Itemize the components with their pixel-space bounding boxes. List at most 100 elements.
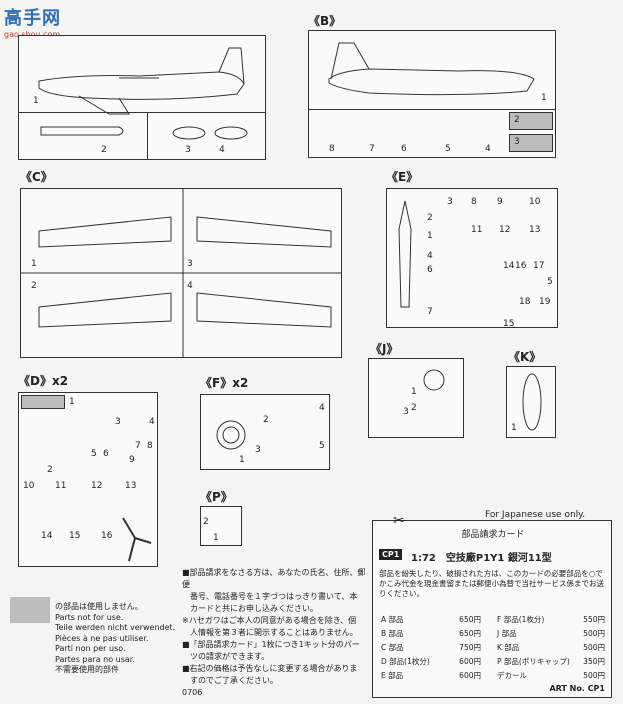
part-f1-label: 1 — [239, 455, 245, 465]
part-a4-drawing — [214, 126, 248, 140]
part-d6-label: 6 — [103, 449, 109, 459]
unused-part-d1 — [21, 395, 65, 409]
part-p1-label: 1 — [213, 533, 219, 543]
price-name: E 部品 — [381, 671, 404, 680]
section-j-label: 《J》 — [370, 342, 399, 356]
sprue-a: 1 2 3 4 — [18, 35, 266, 160]
part-j2-label: 2 — [411, 403, 417, 413]
price-name: F 部品(1枚分) — [497, 615, 545, 624]
wing-parts-c-drawing — [21, 189, 341, 357]
unused-part-b3: 3 — [509, 134, 553, 152]
part-d14-label: 14 — [41, 531, 53, 541]
part-p2-label: 2 — [203, 517, 209, 527]
section-c-label: 《C》 — [20, 170, 53, 184]
part-e14-label: 14 — [503, 261, 515, 271]
legend-ja: の部品は使用しません。 — [55, 602, 143, 611]
part-a4-label: 4 — [219, 145, 225, 155]
note-line: ■「部品請求カード」1枚につき1キット分のパー — [182, 640, 360, 649]
price-name: デカール — [497, 671, 527, 680]
sprue-b: 1 8 7 6 5 4 2 3 — [308, 30, 556, 158]
legend-it: Parti non per uso. — [55, 644, 126, 653]
legend-zh: 不需要使用的部件 — [55, 665, 119, 674]
part-d10-label: 10 — [23, 481, 35, 491]
section-p-label: 《P》 — [200, 490, 233, 504]
japanese-use-label: For Japanese use only. — [485, 510, 586, 520]
parts-row-b: 8 7 6 5 4 2 3 — [309, 109, 555, 158]
price-value: 600円 — [459, 657, 481, 666]
part-f2-label: 2 — [263, 415, 269, 425]
note-line: ■右記の価格は予告なしに変更する場合がありま — [182, 664, 358, 673]
card-title: 部品請求カード — [461, 530, 525, 540]
part-c4-label: 4 — [187, 281, 193, 291]
unused-part-b2: 2 — [509, 112, 553, 130]
part-j1-drawing — [423, 369, 445, 391]
legend-fr: Pièces à ne pas utiliser. — [55, 633, 149, 643]
part-c2-label: 2 — [31, 281, 37, 291]
price-value: 500円 — [583, 671, 605, 680]
legend-es: Partes para no usar. — [55, 654, 135, 664]
price-value: 750円 — [459, 643, 481, 652]
part-b3-label: 3 — [514, 137, 520, 147]
sprue-j: 1 2 3 — [368, 358, 464, 438]
part-b8-label: 8 — [329, 144, 335, 154]
sprue-d: 1 2 3 4 5 6 7 8 9 10 11 12 13 14 15 16 — [18, 392, 158, 567]
part-b5-label: 5 — [445, 144, 451, 154]
section-k-label: 《K》 — [508, 350, 542, 364]
unused-parts-legend: の部品は使用しません。 Parts not for use. Teile wer… — [55, 602, 175, 676]
price-value: 500円 — [583, 643, 605, 652]
part-e16-label: 16 — [515, 261, 527, 271]
sprue-f: 1 2 3 4 5 — [200, 394, 330, 470]
part-d3-label: 3 — [115, 417, 121, 427]
parts-order-card[interactable]: ✂ 部品請求カード CP1 1:72 空技廠P1Y1 銀河11型 部品を紛失した… — [372, 513, 612, 698]
price-name: D 部品(1枚分) — [381, 657, 430, 666]
part-e8-label: 8 — [471, 197, 477, 207]
sprue-c: 1 2 3 4 — [20, 188, 342, 358]
price-value: 650円 — [459, 615, 481, 624]
part-c1-label: 1 — [31, 259, 37, 269]
part-d2-label: 2 — [47, 465, 53, 475]
card-code-badge: CP1 — [379, 549, 403, 560]
part-d1-label: 1 — [69, 397, 75, 407]
part-e10-label: 10 — [529, 197, 541, 207]
part-b1-label: 1 — [541, 93, 547, 103]
part-a2-label: 2 — [101, 145, 107, 155]
fuselage-half-b1-drawing — [328, 42, 535, 96]
watermark-main: 高手网 — [4, 8, 61, 29]
part-e19-label: 19 — [539, 297, 551, 307]
part-e15-label: 15 — [503, 319, 515, 329]
section-d-label: 《D》x2 — [18, 374, 69, 388]
part-e12-label: 12 — [499, 225, 511, 235]
part-d5-label: 5 — [91, 449, 97, 459]
part-b6-label: 6 — [401, 144, 407, 154]
part-a2-drawing — [40, 126, 124, 136]
price-name: K 部品 — [497, 643, 520, 652]
note-line: 人情報を第３者に開示することはありません。 — [182, 628, 358, 637]
section-f-label: 《F》x2 — [200, 376, 249, 390]
part-e13-label: 13 — [529, 225, 541, 235]
card-description: 部品を紛失したり、破損された方は、このカードの必要部品を○でかこみ代金を現金書留… — [379, 569, 604, 598]
part-f1-drawing — [216, 420, 246, 450]
parts-row-a: 2 3 4 — [19, 112, 265, 160]
price-name: J 部品 — [497, 629, 517, 638]
part-e7-label: 7 — [427, 307, 433, 317]
part-e11-label: 11 — [471, 225, 483, 235]
part-e18-label: 18 — [519, 297, 531, 307]
part-j1-label: 1 — [411, 387, 417, 397]
part-d11-label: 11 — [55, 481, 67, 491]
part-f4-label: 4 — [319, 403, 325, 413]
card-heading: 1:72 空技廠P1Y1 銀河11型 — [411, 553, 552, 564]
part-k1-drawing — [522, 373, 542, 431]
part-d13-label: 13 — [125, 481, 137, 491]
order-notes: ■部品請求をなさる方は、あなたの氏名、住所、郵便 番号、電話番号を１字づつはっき… — [182, 567, 368, 699]
part-k1-label: 1 — [511, 423, 517, 433]
part-j3-label: 3 — [403, 407, 409, 417]
divider — [147, 113, 148, 160]
part-b2-label: 2 — [514, 115, 520, 125]
part-b4-label: 4 — [485, 144, 491, 154]
part-c3-label: 3 — [187, 259, 193, 269]
part-d9-label: 9 — [129, 455, 135, 465]
section-e-label: 《E》 — [386, 170, 419, 184]
part-d12-label: 12 — [91, 481, 103, 491]
sprue-k: 1 — [506, 366, 556, 438]
price-value: 600円 — [459, 671, 481, 680]
